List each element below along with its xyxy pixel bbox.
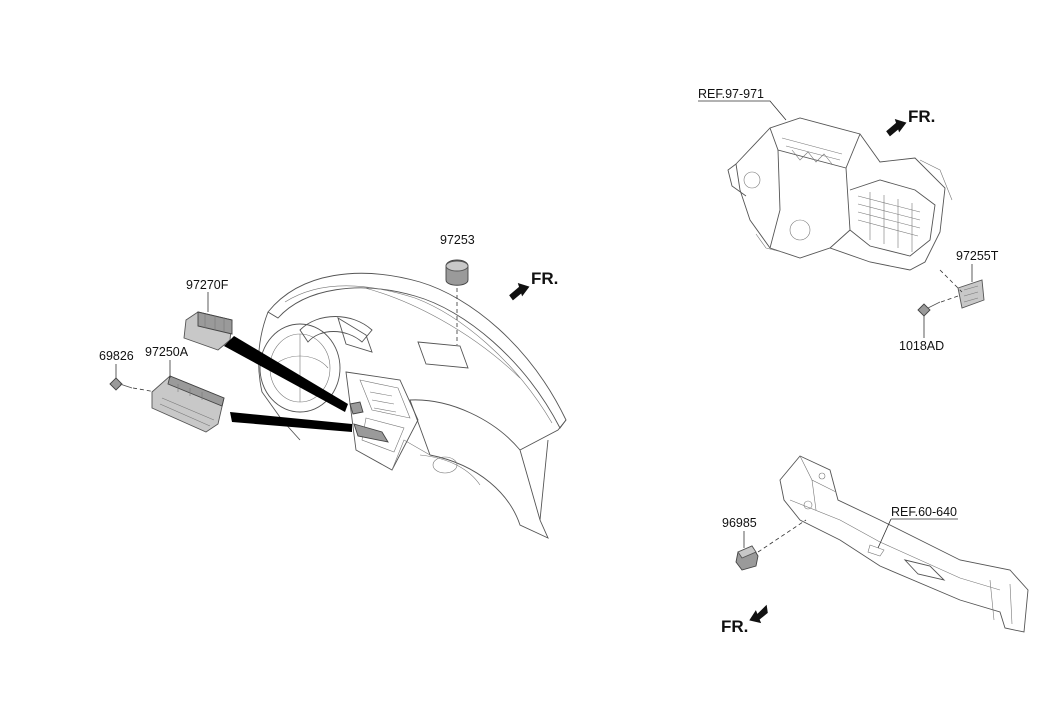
- part-97250A: [151, 375, 225, 433]
- leader-ref-97-971: [698, 100, 787, 121]
- front-arrow-icon-hvac: [886, 119, 907, 137]
- front-marker-dashboard: FR.: [531, 269, 558, 288]
- part-97255T: [957, 279, 985, 309]
- dash-switch-location-upper: [349, 401, 364, 415]
- leader-69826-dash: [132, 387, 157, 393]
- label-97255T: 97255T: [956, 249, 999, 263]
- front-arrow-icon-dashboard: [509, 283, 530, 301]
- bumper-beam-illustration: [779, 455, 1029, 633]
- label-69826: 69826: [99, 349, 134, 363]
- part-1018AD: [917, 301, 941, 317]
- label-97253: 97253: [440, 233, 475, 247]
- front-marker-hvac: FR.: [908, 107, 935, 126]
- part-96985: [735, 545, 759, 571]
- leader-96985-dash: [757, 519, 807, 553]
- label-ref-60-640: REF.60-640: [891, 505, 957, 519]
- leader-97255T-dash: [939, 269, 963, 293]
- front-marker-bumper: FR.: [721, 617, 748, 636]
- label-97270F: 97270F: [186, 278, 229, 292]
- pointer-wedge-97250A: [230, 412, 352, 432]
- label-96985: 96985: [722, 516, 757, 530]
- label-1018AD: 1018AD: [899, 339, 944, 353]
- part-69826: [109, 377, 133, 391]
- dash-switch-location-lower: [353, 423, 389, 443]
- part-97270F: [183, 311, 233, 351]
- hvac-module-illustration: [727, 117, 953, 271]
- label-ref-97-971: REF.97-971: [698, 87, 764, 101]
- leader-1018AD-dash: [940, 295, 959, 303]
- part-97253: [445, 259, 469, 286]
- front-arrow-icon-bumper: [749, 604, 768, 624]
- dashboard-illustration: [258, 272, 567, 539]
- leader-ref-60-640: [877, 518, 958, 549]
- label-97250A: 97250A: [145, 345, 189, 359]
- pointer-wedge-97270F: [224, 336, 348, 412]
